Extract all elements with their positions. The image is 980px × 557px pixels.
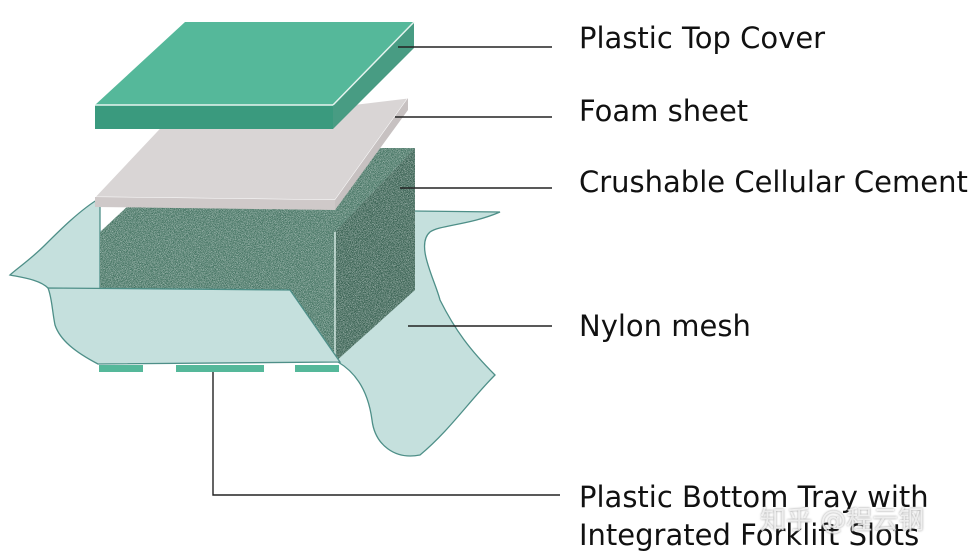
leader-tray [212,372,560,496]
label-plastic-bottom-tray: Plastic Bottom Tray with Integrated Fork… [579,478,929,554]
top-cover-side [333,22,414,129]
label-nylon-mesh: Nylon mesh [579,309,751,343]
top-cover-edge2 [332,21,415,106]
forklift-slot-middle [176,365,264,372]
nylon-mesh-front [47,287,342,365]
foam-sheet-side [335,98,408,210]
foam-sheet-edge [95,197,335,210]
top-cover-front [95,105,333,129]
label-crushable-cellular-cement: Crushable Cellular Cement [579,165,968,199]
label-tray-line1: Plastic Bottom Tray with [579,480,929,514]
forklift-slot-left [99,365,143,372]
nylon-mesh-left [8,196,101,291]
label-foam-sheet: Foam sheet [579,94,749,128]
top-cover-top [95,22,414,105]
forklift-slot-right [295,365,339,372]
cement-right-face-texture [335,148,415,362]
watermark: 知乎 @程云钢 [760,506,925,536]
label-tray-line2: Integrated Forklift Slots [579,518,920,552]
label-plastic-top-cover: Plastic Top Cover [579,21,826,55]
